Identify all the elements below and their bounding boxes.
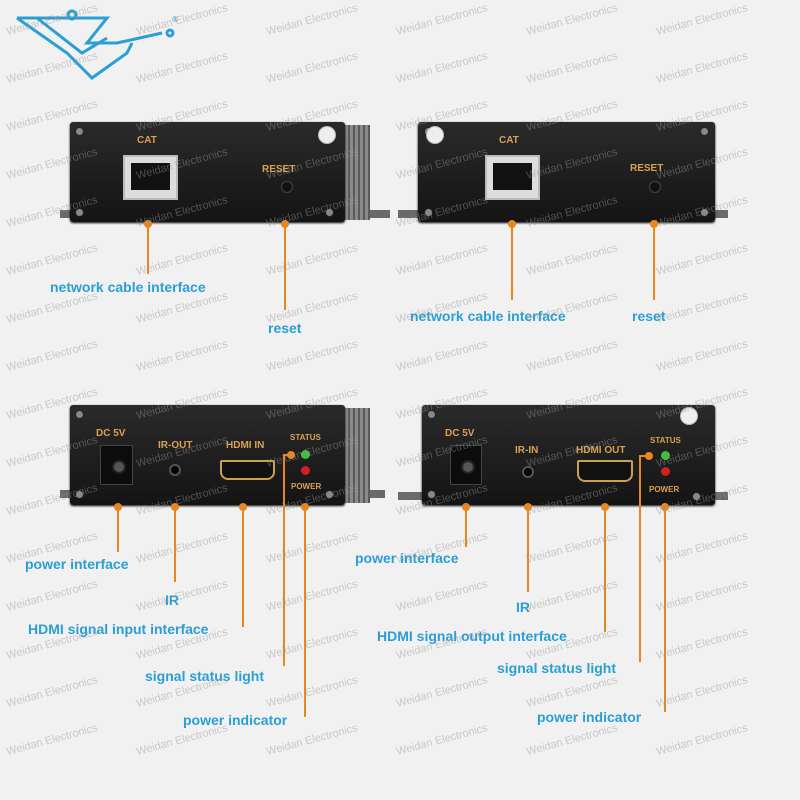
callout-ir: IR: [165, 592, 179, 608]
power-label: POWER: [291, 482, 322, 491]
watermark-text: Weidan Electronics: [5, 242, 99, 278]
ir-jack: [522, 466, 534, 478]
dc-label: DC 5V: [445, 428, 475, 439]
watermark-text: Weidan Electronics: [265, 2, 359, 38]
callout-power-indicator: power indicator: [183, 712, 288, 728]
watermark-text: Weidan Electronics: [655, 2, 749, 38]
watermark-text: Weidan Electronics: [135, 338, 229, 374]
callout-network-cable-interface: network cable interface: [410, 308, 566, 324]
reset-label: RESET: [630, 163, 664, 174]
watermark-text: Weidan Electronics: [525, 2, 619, 38]
watermark-text: Weidan Electronics: [655, 578, 749, 614]
ir-label: IR-IN: [515, 445, 539, 456]
status-led: [301, 450, 310, 459]
watermark-text: Weidan Electronics: [395, 578, 489, 614]
watermark-text: Weidan Electronics: [525, 242, 619, 278]
power-label: POWER: [649, 485, 680, 494]
watermark-text: Weidan Electronics: [5, 338, 99, 374]
reset-label: RESET: [262, 164, 296, 175]
watermark-text: Weidan Electronics: [395, 2, 489, 38]
watermark-text: Weidan Electronics: [655, 674, 749, 710]
watermark-text: Weidan Electronics: [395, 722, 489, 758]
watermark-text: Weidan Electronics: [135, 530, 229, 566]
status-label: STATUS: [650, 436, 681, 445]
watermark-text: Weidan Electronics: [395, 338, 489, 374]
watermark-text: Weidan Electronics: [135, 242, 229, 278]
watermark-text: Weidan Electronics: [135, 290, 229, 326]
registered-mark: ®: [172, 15, 178, 24]
watermark-text: Weidan Electronics: [265, 242, 359, 278]
callout-power-interface: power interface: [25, 556, 129, 572]
watermark-text: Weidan Electronics: [395, 674, 489, 710]
callout-hdmi-output: HDMI signal output interface: [377, 628, 567, 644]
callout-reset: reset: [632, 308, 666, 324]
callout-ir: IR: [516, 599, 530, 615]
ir-label: IR-OUT: [158, 440, 193, 451]
status-label: STATUS: [290, 433, 321, 442]
watermark-text: Weidan Electronics: [395, 242, 489, 278]
dc-jack: [100, 445, 133, 485]
watermark-text: Weidan Electronics: [5, 722, 99, 758]
hdmi-label: HDMI IN: [226, 440, 265, 451]
watermark-text: Weidan Electronics: [525, 50, 619, 86]
watermark-text: Weidan Electronics: [655, 50, 749, 86]
watermark-text: Weidan Electronics: [525, 338, 619, 374]
watermark-text: Weidan Electronics: [655, 242, 749, 278]
watermark-text: Weidan Electronics: [525, 722, 619, 758]
weidan-logo: ®: [16, 9, 178, 80]
callout-power-interface: power interface: [355, 550, 459, 566]
dc-label: DC 5V: [96, 428, 126, 439]
hdmi-port: [577, 460, 633, 482]
watermark-text: Weidan Electronics: [265, 338, 359, 374]
watermark-text: Weidan Electronics: [265, 50, 359, 86]
watermark-text: Weidan Electronics: [655, 626, 749, 662]
callout-hdmi-input: HDMI signal input interface: [28, 621, 209, 637]
watermark-text: Weidan Electronics: [265, 530, 359, 566]
watermark-text: Weidan Electronics: [265, 578, 359, 614]
reset-button: [281, 181, 293, 193]
watermark-text: Weidan Electronics: [5, 674, 99, 710]
callout-reset: reset: [268, 320, 302, 336]
callout-signal-status-light: signal status light: [145, 668, 265, 684]
watermark-text: Weidan Electronics: [655, 338, 749, 374]
hdmi-port: [220, 460, 275, 480]
watermark-text: Weidan Electronics: [265, 674, 359, 710]
watermark-text: Weidan Electronics: [5, 578, 99, 614]
rj45-port: [485, 155, 540, 200]
power-led: [301, 466, 310, 475]
dc-jack: [450, 445, 482, 485]
status-led: [661, 451, 670, 460]
cat-label: CAT: [499, 135, 519, 146]
watermark-text: Weidan Electronics: [5, 290, 99, 326]
power-led: [661, 467, 670, 476]
callout-signal-status-light: signal status light: [497, 660, 617, 676]
watermark-text: Weidan Electronics: [655, 722, 749, 758]
hdmi-label: HDMI OUT: [576, 445, 626, 456]
watermark-text: Weidan Electronics: [655, 290, 749, 326]
callout-network-cable-interface: network cable interface: [50, 279, 206, 295]
reset-button: [649, 181, 661, 193]
watermark-text: Weidan Electronics: [135, 578, 229, 614]
cat-label: CAT: [137, 135, 157, 146]
rj45-port: [123, 155, 178, 200]
ir-jack: [169, 464, 181, 476]
watermark-text: Weidan Electronics: [395, 50, 489, 86]
watermark-text: Weidan Electronics: [655, 530, 749, 566]
callout-power-indicator: power indicator: [537, 709, 642, 725]
watermark-text: Weidan Electronics: [265, 626, 359, 662]
watermark-text: Weidan Electronics: [525, 674, 619, 710]
